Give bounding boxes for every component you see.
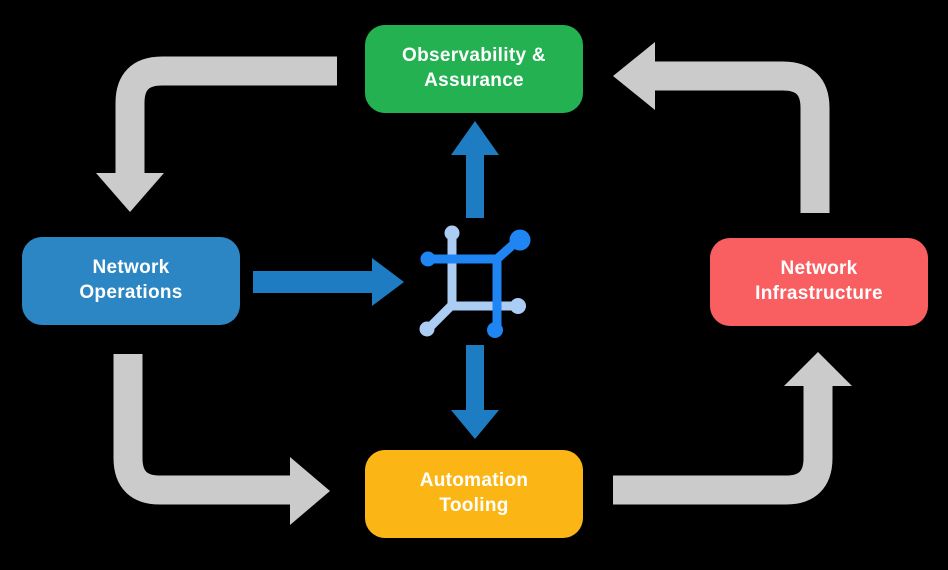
node-automation-tooling: Automation Tooling: [365, 450, 583, 538]
node-network-operations: Network Operations: [22, 237, 240, 325]
arrow-center-to-automation: [451, 345, 499, 439]
arrowhead-right: [372, 258, 404, 306]
arrow-center-to-observability: [451, 121, 499, 218]
network-mesh-icon: [419, 225, 531, 338]
arrowhead-left: [613, 42, 655, 110]
arrowhead-down: [451, 410, 499, 439]
node-label: Automation Tooling: [419, 470, 529, 516]
arrowhead-down: [96, 173, 164, 212]
node-label: Observability & Assurance: [402, 45, 546, 91]
node-label: Network Operations: [79, 257, 183, 303]
node-label: Network Infrastructure: [755, 258, 883, 304]
arrow-observability-to-operations: [96, 56, 337, 212]
arrowhead-right: [290, 457, 330, 525]
arrow-operations-to-automation: [113, 354, 330, 525]
arrowhead-up: [784, 352, 852, 386]
node-network-infrastructure: Network Infrastructure: [710, 238, 928, 326]
arrow-operations-to-center: [253, 258, 404, 306]
arrow-infrastructure-to-observability: [613, 42, 830, 213]
arrow-automation-to-infrastructure: [613, 352, 852, 505]
node-observability-assurance: Observability & Assurance: [365, 25, 583, 113]
arrowhead-up: [451, 121, 499, 155]
